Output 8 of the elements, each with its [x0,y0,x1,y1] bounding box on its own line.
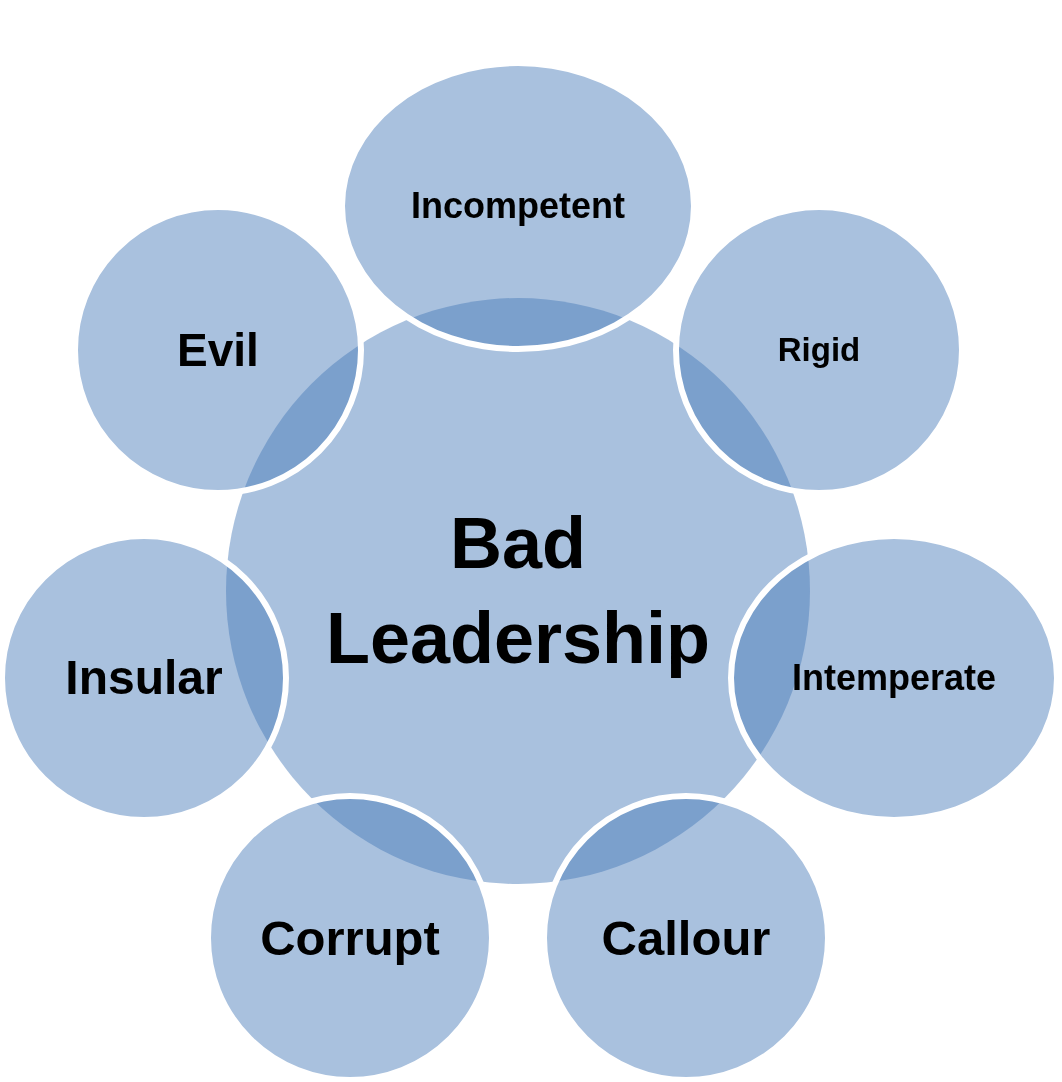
node-label: Callour [601,910,771,967]
node-label: Bad Leadership [324,502,712,680]
node-label: Incompetent [411,184,625,228]
node-label: Intemperate [791,656,997,700]
node-label: Corrupt [260,910,440,967]
node-label: Insular [65,650,223,706]
node-label: Evil [177,323,259,378]
node-label: Rigid [777,330,861,370]
